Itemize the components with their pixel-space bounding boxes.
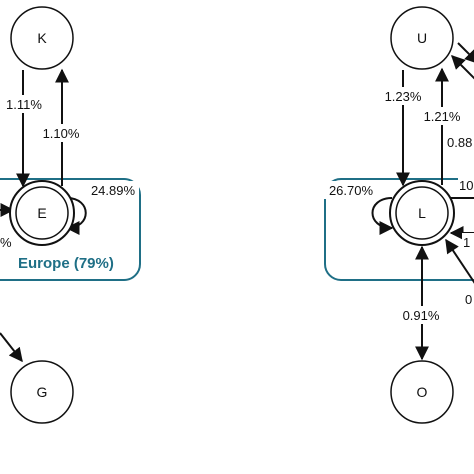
node-g: G [10, 360, 74, 424]
node-o: O [390, 360, 454, 424]
edge-label-u-to-l: 1.23% [385, 89, 422, 104]
edge-label-partial-1: 1 [463, 235, 470, 250]
edge-label-bg [87, 181, 139, 199]
edge-label-k-to-e: 1.11% [6, 97, 42, 112]
edge-label-bg [458, 176, 474, 194]
edge-e-self-loop [65, 197, 87, 235]
edge-label-partial-088: 0.88 [447, 135, 472, 150]
node-e-label: E [37, 205, 46, 221]
edge-label-bg [462, 233, 474, 251]
node-k-label: K [37, 30, 47, 46]
edge-label-l-self: 26.70% [329, 183, 374, 198]
node-l: L [389, 180, 455, 246]
edge-label-l-o: 0.91% [403, 308, 440, 323]
edge-label-bg [418, 107, 466, 125]
node-e: E [9, 180, 75, 246]
edge-label-bg [38, 124, 84, 142]
edge-label-bg [446, 133, 474, 151]
edge-label-e-to-k: 1.10% [43, 126, 80, 141]
edge-label-e-partial: % [0, 235, 12, 250]
right-region-box [324, 178, 474, 281]
node-l-label: L [418, 205, 426, 221]
edge-l-self-loop [371, 197, 394, 235]
europe-region-box [0, 178, 141, 281]
node-u: U [390, 6, 454, 70]
edge-label-l-to-u: 1.21% [424, 109, 461, 124]
edge-label-bg [464, 291, 474, 309]
node-k: K [10, 6, 74, 70]
edge-label-partial-0: 0 [465, 292, 472, 307]
edge-label-bg [378, 87, 428, 105]
edge-label-bg [396, 306, 446, 324]
edge-external-to-u [451, 55, 474, 80]
node-u-label: U [417, 30, 427, 46]
region-label-europe: Europe (79%) [18, 255, 114, 272]
node-g-label: G [37, 384, 48, 400]
edge-label-bg [324, 181, 378, 199]
edge-label-bg [3, 95, 47, 113]
edge-external-to-g [0, 332, 23, 363]
edge-label-partial-10: 10 [459, 178, 473, 193]
node-o-label: O [417, 384, 428, 400]
edge-label-e-self: 24.89% [91, 183, 136, 198]
edge-external-to-l-diagonal [445, 238, 474, 284]
edge-u-to-external [457, 42, 474, 64]
